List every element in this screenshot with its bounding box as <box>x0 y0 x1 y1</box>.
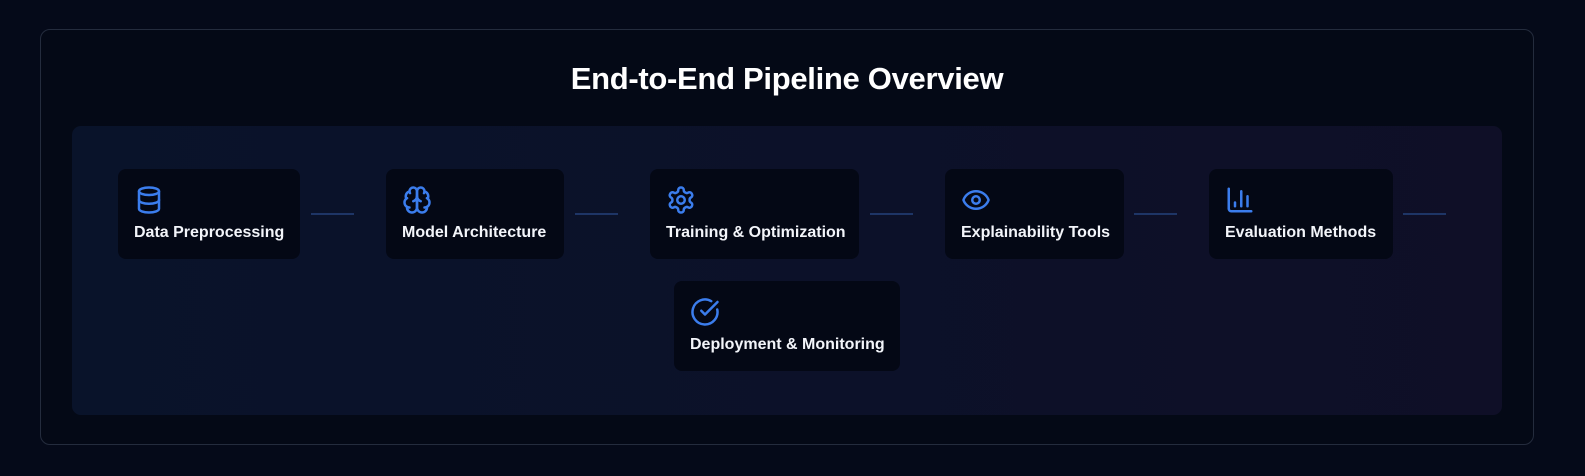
check-circle-icon <box>690 297 720 327</box>
bar-chart-icon <box>1225 185 1255 215</box>
stage-label: Explainability Tools <box>961 224 1111 241</box>
stage-explainability-tools: Explainability Tools <box>945 169 1124 259</box>
page-title: End-to-End Pipeline Overview <box>570 61 1004 96</box>
stage-evaluation-methods: Evaluation Methods <box>1209 169 1393 259</box>
connector-line <box>311 213 354 215</box>
connector-line <box>1134 213 1177 215</box>
pipeline-card: End-to-End Pipeline Overview Data Prepro… <box>40 29 1534 445</box>
connector-line <box>575 213 618 215</box>
stage-deployment-monitoring: Deployment & Monitoring <box>674 281 900 371</box>
connector-line <box>1403 213 1446 215</box>
stage-label: Evaluation Methods <box>1225 224 1377 241</box>
connector-line <box>870 213 913 215</box>
pipeline-panel: Data Preprocessing Model Architecture <box>72 126 1502 415</box>
stage-label: Data Preprocessing <box>134 224 285 241</box>
brain-icon <box>402 185 432 215</box>
stage-label: Training & Optimization <box>666 224 846 241</box>
stage-data-preprocessing: Data Preprocessing <box>118 169 300 259</box>
stage-label: Deployment & Monitoring <box>690 336 885 353</box>
stage-model-architecture: Model Architecture <box>386 169 564 259</box>
eye-icon <box>961 185 991 215</box>
database-icon <box>134 185 164 215</box>
gear-icon <box>666 185 696 215</box>
stage-label: Model Architecture <box>402 224 547 241</box>
stage-training-optimization: Training & Optimization <box>650 169 859 259</box>
